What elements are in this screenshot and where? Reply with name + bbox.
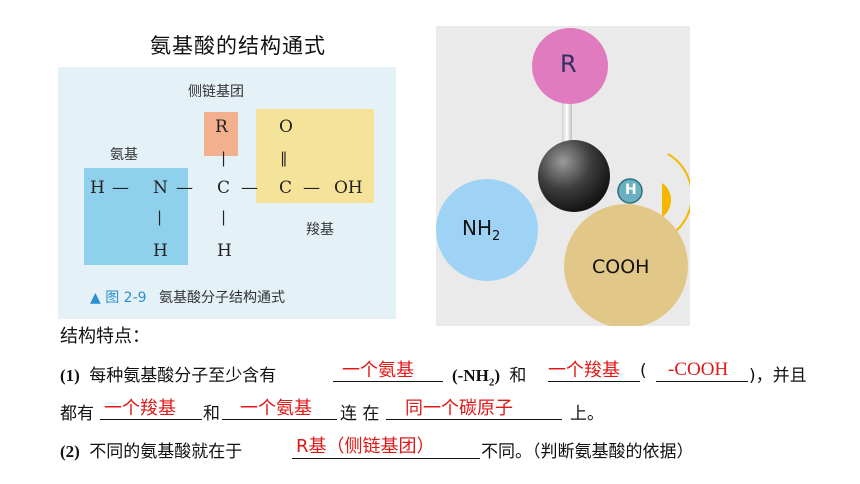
structural-formula-figure: 侧链基团 氨基 羧基 R O ‖ | H — N — C — C — OH | … [58,67,396,319]
line2-end: 上。 [570,404,604,424]
item-1-number: (1) [60,366,80,385]
triangle-icon: ▲ [90,290,101,306]
double-bond: ‖ [280,149,288,167]
answer-line1-b: 一个羧基 [548,360,620,381]
line1-paren: (-NH2) 和 [452,361,526,388]
atom-h-c: H [217,241,232,261]
feature-line-2: 都有 [60,404,94,424]
atom-n: N [153,178,168,198]
nh2-formula-text: (-NH [452,366,489,385]
answer-line1-c: -COOH [668,359,729,380]
carbon-atom [538,140,610,212]
feature-line-3: (2) 不同的氨基酸就在于 [60,437,242,462]
model-cooh-label: COOH [592,256,650,278]
side-chain-box [204,112,238,156]
bond-2: — [176,178,193,198]
model-h-label: H [625,182,637,198]
vbar-r: | [221,149,227,167]
figure-number: 图 2-9 [105,290,147,306]
vbar-n: | [157,208,163,226]
answer-line2-b: 一个氨基 [240,398,312,419]
atom-h-left: H [90,178,105,198]
blank-line1-c [656,381,748,382]
r-group-ball [532,28,608,104]
figure-caption: ▲ 图 2-9 氨基酸分子结构通式 [90,287,285,307]
model-nh2-sub: 2 [492,229,501,244]
answer-line2-a: 一个羧基 [104,398,176,419]
nh2-formula: (-NH2) [452,366,500,389]
model-r-label: R [560,50,577,78]
bond-4: — [303,178,320,198]
line3-text-b: 不同。（判断氨基酸的依据） [481,442,694,462]
atom-c-carboxyl: C [279,178,293,198]
answer-line3: R基（侧链基团） [296,436,435,457]
atom-c-alpha: C [217,178,231,198]
line2-lian: 连 在 [340,404,380,424]
features-heading: 结构特点： [60,326,150,347]
amino-box [84,168,188,265]
blank-line1-a [333,381,443,382]
item-2-number: (2) [60,442,80,461]
carboxyl-box [256,109,374,203]
amino-acid-3d-model: R NH2 H COOH [436,26,690,326]
atom-o: O [279,117,293,137]
bond-3: — [241,178,258,198]
bond-1: — [112,178,129,198]
answer-line1-a: 一个氨基 [342,360,414,381]
line2-and: 和 [203,404,220,424]
vbar-c: | [221,208,227,226]
blank-line1-b [548,381,640,382]
model-drawing [436,28,690,326]
accent-arc-inner [661,183,671,217]
line1-and: 和 [509,366,527,386]
blank-line2-b [222,419,337,420]
side-chain-label: 侧链基团 [188,84,244,100]
line3-text-a: 不同的氨基酸就在于 [89,442,243,462]
carboxyl-label: 羧基 [306,222,334,238]
blank-line2-a [100,419,202,420]
accent-arc-outer [667,153,690,232]
line1-tail: )，并且 [749,366,807,386]
carboxyl-group-ball [564,204,688,326]
atom-oh: OH [334,178,363,198]
bond-r [562,98,572,156]
blank-line2-c [386,419,562,420]
nh2-formula-sub: 2 [488,376,495,389]
line1-paren2: ( [640,361,647,381]
feature-line-1: (1) 每种氨基酸分子至少含有 [60,361,276,386]
amino-label: 氨基 [110,147,138,163]
model-nh2-label: NH2 [462,216,500,244]
atom-h-n: H [153,241,168,261]
page-title: 氨基酸的结构通式 [150,34,326,58]
amino-group-ball [436,179,538,281]
answer-line2-c: 同一个碳原子 [405,398,513,419]
nh2-formula-close: ) [494,366,500,385]
caption-text: 氨基酸分子结构通式 [159,290,286,306]
model-nh2-text: NH [462,216,492,240]
atom-r: R [215,117,228,137]
blank-line3 [292,458,480,459]
hydrogen-ball [617,178,643,204]
line1-text-a: 每种氨基酸分子至少含有 [89,366,277,386]
